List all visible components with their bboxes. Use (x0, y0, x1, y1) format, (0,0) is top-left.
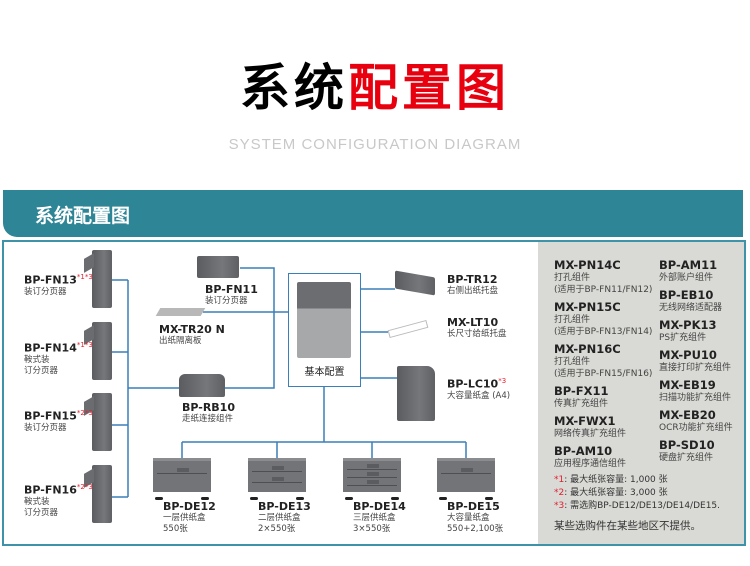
tray-connectors (181, 387, 467, 458)
paper-tray-image (248, 458, 306, 500)
title-black: 系统 (240, 59, 348, 117)
availability-note: 某些选购件在某些地区不提供。 (554, 520, 701, 532)
footnote: *1: 最大纸张容量: 1,000 张 (554, 475, 668, 485)
paper-tray-image (437, 458, 495, 500)
finisher-connector (112, 279, 129, 498)
footnote: *2: 最大纸张容量: 3,000 张 (554, 488, 668, 498)
mfp-image (297, 282, 351, 358)
fn11-device-image (197, 256, 239, 278)
right-connectors (361, 288, 397, 379)
diagram-frame (2, 240, 746, 546)
finisher-image (84, 465, 112, 523)
rb10-device-image (179, 374, 225, 397)
footnote: *3: 需选购BP-DE12/DE13/DE14/DE15. (554, 501, 721, 511)
section-banner: 系统配置图 (3, 190, 743, 237)
tr20-device-image (155, 308, 206, 316)
finisher-image (84, 393, 112, 451)
page-title: 系统配置图 (0, 58, 750, 118)
section-title: 系统配置图 (35, 205, 131, 227)
lc10-device-image (397, 366, 435, 421)
page-subtitle: SYSTEM CONFIGURATION DIAGRAM (228, 136, 522, 153)
base-configuration-label: 基本配置 (304, 367, 345, 378)
paper-tray-image (153, 458, 211, 500)
finisher-image (84, 250, 112, 308)
title-red: 配置图 (348, 59, 510, 117)
base-configuration-box: 基本配置 (288, 273, 361, 387)
paper-tray-image (343, 458, 401, 500)
finisher-image (84, 322, 112, 380)
